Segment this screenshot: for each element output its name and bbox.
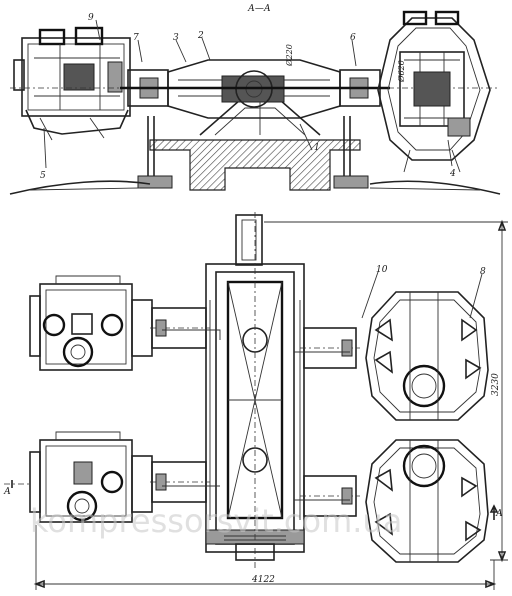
plan-view: 10 8 4122 3230 А А <box>3 212 508 590</box>
callout-5: 5 <box>40 171 46 181</box>
left-cylinder-lower <box>29 431 153 523</box>
right-cylinder-section <box>377 10 491 173</box>
left-cylinder-section <box>13 26 131 141</box>
callout-7: 7 <box>133 33 139 43</box>
callout-10: 10 <box>376 265 388 275</box>
bore-label-right: Ø620 <box>397 60 406 83</box>
callout-8: 8 <box>480 267 486 277</box>
plan-callouts: 10 8 <box>361 265 486 319</box>
left-connecting-rods <box>150 307 221 503</box>
watermark: kompressorsvit.com.ua <box>30 502 402 540</box>
section-label: А—А <box>247 4 271 14</box>
bore-label-left: Ø220 <box>285 44 294 67</box>
callout-9: 9 <box>88 13 94 23</box>
right-cylinder-upper <box>365 291 489 421</box>
section-mark-right: А <box>495 509 503 519</box>
central-frame <box>205 212 305 568</box>
section-mark-left: А <box>3 487 11 497</box>
callout-4: 4 <box>449 169 456 179</box>
rod-and-crosshead <box>10 59 500 119</box>
left-cylinder-upper <box>29 275 153 371</box>
right-cylinder-lower <box>365 439 489 563</box>
callout-2: 2 <box>197 31 204 41</box>
dimension-height: 3230 <box>264 219 508 563</box>
callout-6: 6 <box>350 33 356 43</box>
dimension-width-label: 4122 <box>251 575 275 585</box>
dimension-height-label: 3230 <box>491 373 501 396</box>
section-marks: А А <box>3 480 503 520</box>
callout-1: 1 <box>314 143 320 153</box>
foundation <box>9 99 501 195</box>
callout-3: 3 <box>173 33 179 43</box>
section-callouts: 9 7 3 2 6 5 1 4 Ø220 Ø620 <box>40 13 456 181</box>
dimension-width: 4122 <box>33 525 497 590</box>
section-view: А—А <box>9 4 501 195</box>
right-connecting-rods <box>294 327 360 517</box>
